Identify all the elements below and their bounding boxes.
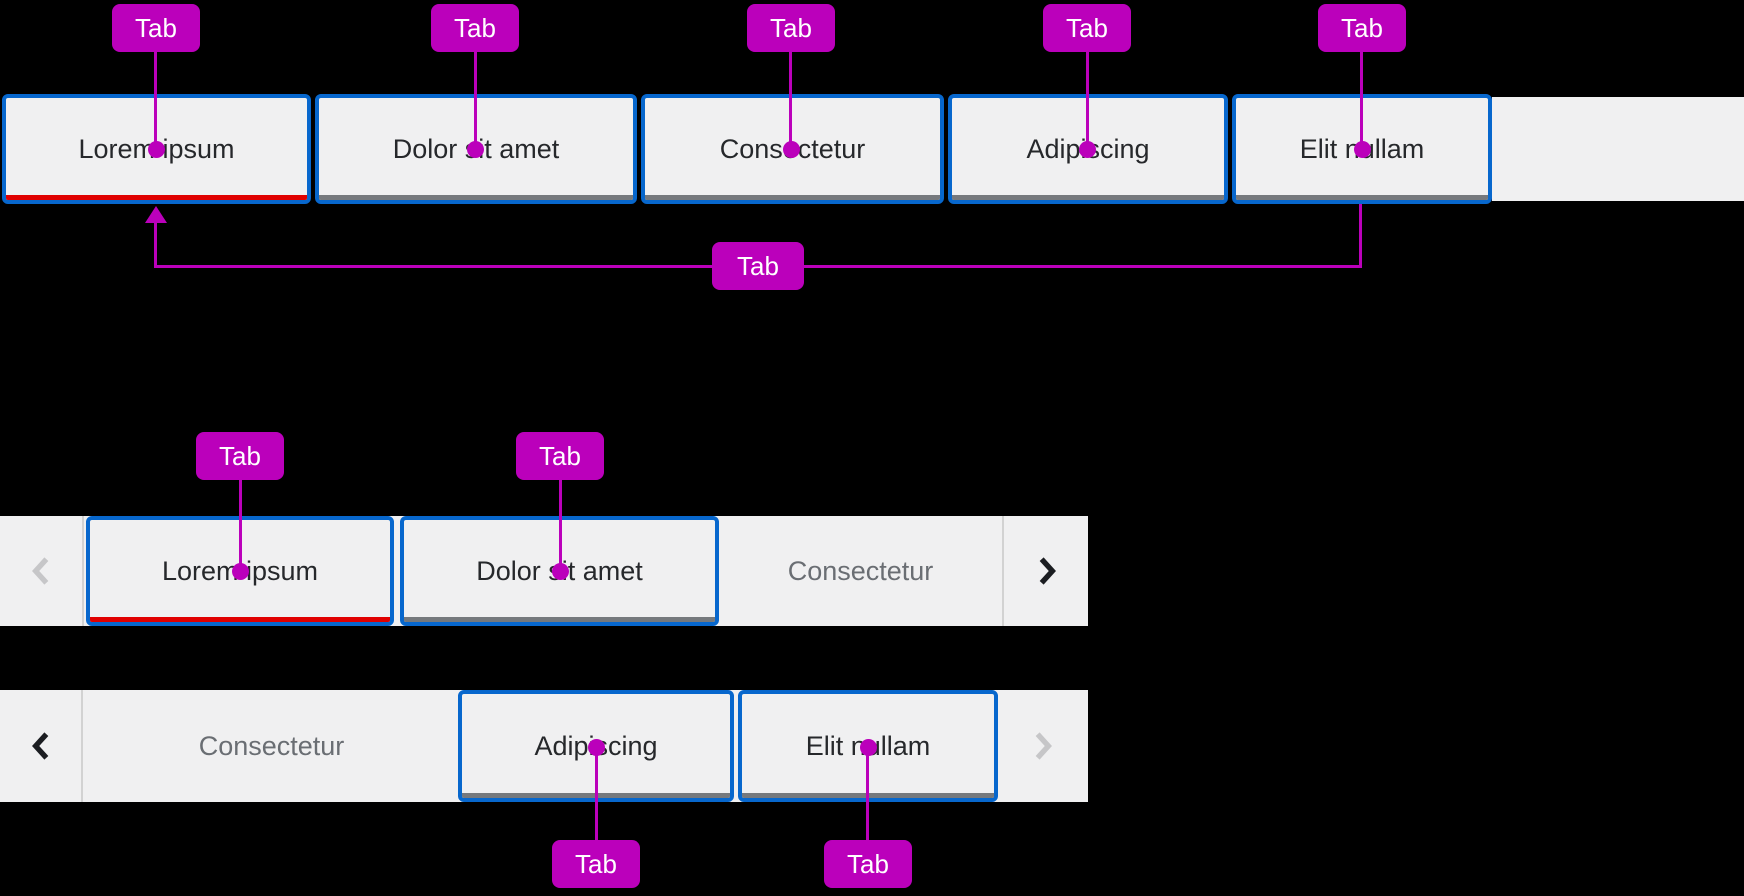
annotation-line: [866, 747, 869, 840]
annotation-badge-tab: Tab: [552, 840, 640, 888]
annotation-line: [1359, 204, 1362, 268]
tab-bar-filler: [1492, 97, 1744, 201]
annotation-line: [789, 52, 792, 149]
active-tab-indicator: [6, 195, 307, 200]
annotation-badge-tab: Tab: [747, 4, 835, 52]
inactive-tab-indicator: [404, 617, 715, 622]
annotation-dot: [1354, 141, 1371, 158]
annotation-badge-tab: Tab: [824, 840, 912, 888]
annotation-line: [595, 747, 598, 840]
angle-right-icon: [1039, 557, 1056, 585]
annotation-line: [239, 480, 242, 571]
tab-bar-overflow-start: Lorem ipsum Dolor sit amet Consectetur: [0, 516, 1088, 626]
tab-bar-overflow-end: Consectetur Adipiscing Elit nullam: [0, 690, 1088, 802]
tab-label: Consectetur: [787, 555, 934, 586]
annotation-arrowhead: [145, 206, 167, 223]
angle-left-icon: [31, 732, 48, 760]
inactive-tab-indicator: [645, 195, 940, 200]
inactive-tab-indicator: [1236, 195, 1488, 200]
annotation-dot: [1079, 141, 1096, 158]
tab-consectetur[interactable]: Consectetur: [85, 690, 458, 802]
annotation-dot: [552, 563, 569, 580]
tab-consectetur[interactable]: Consectetur: [719, 516, 1004, 626]
scroll-back-button[interactable]: [0, 690, 83, 802]
angle-right-icon: [1035, 732, 1052, 760]
annotation-line: [1086, 52, 1089, 149]
annotation-line: [154, 52, 157, 149]
annotation-badge-tab: Tab: [196, 432, 284, 480]
annotation-badge-tab: Tab: [712, 242, 804, 290]
annotation-line: [1360, 52, 1363, 149]
annotation-badge-tab: Tab: [516, 432, 604, 480]
scroll-forward-button[interactable]: [1006, 516, 1088, 626]
annotation-line: [474, 52, 477, 149]
tab-label: Consectetur: [198, 730, 345, 761]
scroll-forward-button: [998, 690, 1088, 802]
tab-bar-full: Lorem ipsum Dolor sit amet Consectetur A…: [0, 94, 1744, 204]
annotation-dot: [148, 141, 165, 158]
annotation-line: [559, 480, 562, 571]
annotation-dot: [467, 141, 484, 158]
annotation-badge-tab: Tab: [1043, 4, 1131, 52]
angle-left-icon: [32, 557, 49, 585]
scroll-back-button: [0, 516, 84, 626]
inactive-tab-indicator: [319, 195, 633, 200]
annotation-dot: [588, 739, 605, 756]
annotation-badge-tab: Tab: [431, 4, 519, 52]
annotation-dot: [860, 739, 877, 756]
annotation-dot: [232, 563, 249, 580]
annotation-dot: [783, 141, 800, 158]
inactive-tab-indicator: [952, 195, 1224, 200]
active-tab-indicator: [90, 617, 390, 622]
annotation-badge-tab: Tab: [1318, 4, 1406, 52]
annotation-line: [154, 222, 157, 266]
annotation-badge-tab: Tab: [112, 4, 200, 52]
